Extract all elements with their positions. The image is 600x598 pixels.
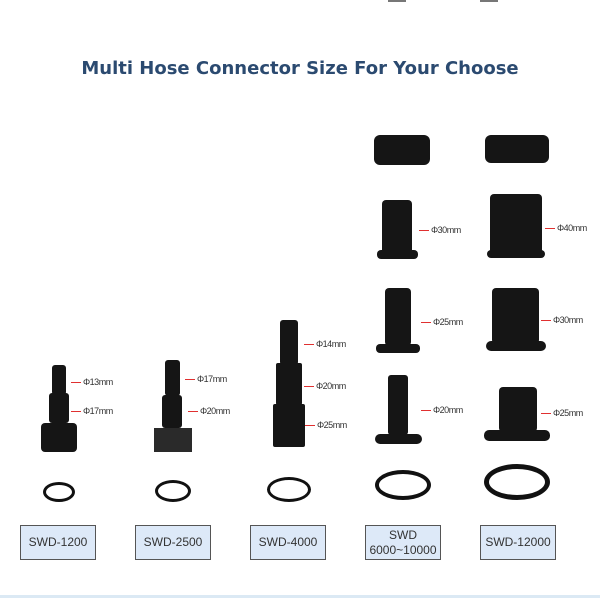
union-nut xyxy=(485,135,549,163)
model-label-swd-2500: SWD-2500 xyxy=(135,525,211,560)
o-ring xyxy=(484,464,550,500)
o-ring xyxy=(155,480,191,502)
dimension-label: Φ30mm xyxy=(419,225,461,235)
connector-base xyxy=(273,404,305,447)
page-title: Multi Hose Connector Size For Your Choos… xyxy=(81,58,519,79)
o-ring xyxy=(43,482,75,502)
model-label-text: SWD-4000 xyxy=(258,535,318,549)
dimension-label: Φ25mm xyxy=(305,420,347,430)
connector-tip xyxy=(165,360,180,396)
dimension-label: Φ40mm xyxy=(545,223,587,233)
model-label-range: 6000~10000 xyxy=(369,542,437,557)
model-label-swd-4000: SWD-4000 xyxy=(250,525,326,560)
connector-30mm xyxy=(382,200,412,255)
dimension-label: Φ17mm xyxy=(185,374,227,384)
dimension-label: Φ13mm xyxy=(71,377,113,387)
union-nut xyxy=(374,135,430,165)
model-label-swd-1200: SWD-1200 xyxy=(20,525,96,560)
dimension-label: Φ20mm xyxy=(304,381,346,391)
model-label-text: SWD-2500 xyxy=(143,535,203,549)
connector-tip xyxy=(280,320,298,365)
connector-flange xyxy=(375,434,422,444)
connector-mid xyxy=(162,395,182,428)
connector-flange xyxy=(486,341,546,351)
connector-flange xyxy=(377,250,418,259)
o-ring xyxy=(267,477,311,502)
model-label-text: SWD-12000 xyxy=(485,535,551,549)
connector-25mm xyxy=(385,288,411,346)
connector-flange xyxy=(484,430,550,441)
bottom-border xyxy=(0,595,600,598)
connector-25mm xyxy=(499,387,537,432)
connector-mid xyxy=(276,363,302,405)
connector-mid xyxy=(49,393,69,423)
top-edge-fragment xyxy=(388,0,406,2)
o-ring xyxy=(375,470,431,500)
connector-base xyxy=(154,428,192,452)
dimension-label: Φ30mm xyxy=(541,315,583,325)
dimension-label: Φ14mm xyxy=(304,339,346,349)
connector-flange xyxy=(487,250,545,258)
model-label-swd-12000: SWD-12000 xyxy=(480,525,556,560)
top-edge-fragment xyxy=(480,0,498,2)
connector-40mm xyxy=(490,194,542,254)
connector-flange xyxy=(376,344,420,353)
connector-20mm xyxy=(388,375,408,435)
connector-tip xyxy=(52,365,66,395)
dimension-label: Φ25mm xyxy=(421,317,463,327)
model-label-text: SWD-1200 xyxy=(28,535,88,549)
dimension-label: Φ20mm xyxy=(421,405,463,415)
dimension-label: Φ20mm xyxy=(188,406,230,416)
dimension-label: Φ25mm xyxy=(541,408,583,418)
connector-30mm xyxy=(492,288,539,344)
connector-nut xyxy=(41,423,77,452)
model-label-text: SWD xyxy=(389,527,417,542)
dimension-label: Φ17mm xyxy=(71,406,113,416)
